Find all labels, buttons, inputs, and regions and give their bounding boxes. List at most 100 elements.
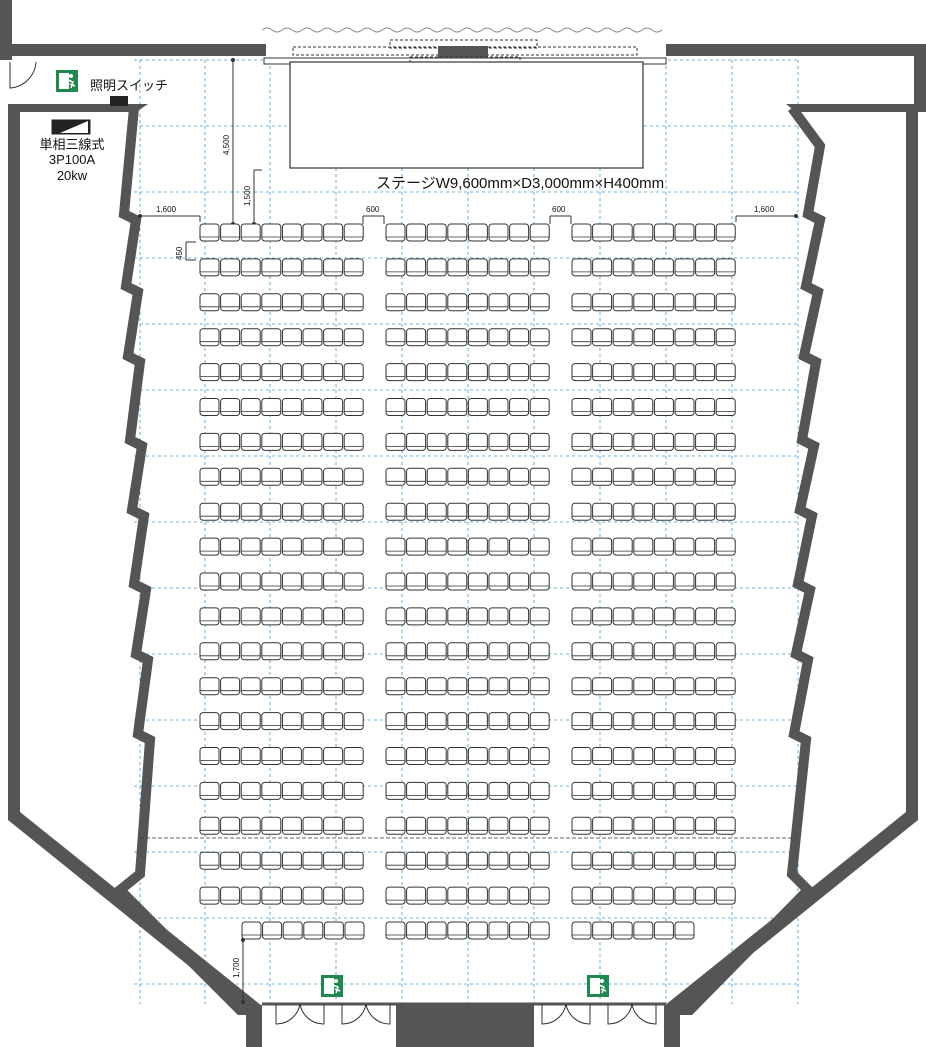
seat[interactable]: [592, 642, 613, 661]
seat[interactable]: [323, 677, 344, 696]
seat[interactable]: [426, 572, 447, 591]
seat[interactable]: [695, 223, 716, 242]
seat[interactable]: [240, 851, 261, 870]
seat[interactable]: [592, 432, 613, 451]
seat[interactable]: [571, 642, 592, 661]
seat[interactable]: [612, 607, 633, 626]
seat[interactable]: [241, 921, 262, 940]
seat[interactable]: [653, 921, 674, 940]
seat[interactable]: [571, 816, 592, 835]
seat[interactable]: [592, 258, 613, 277]
seat[interactable]: [509, 502, 530, 521]
seat[interactable]: [220, 781, 241, 800]
seat[interactable]: [220, 747, 241, 765]
seat[interactable]: [612, 642, 633, 661]
seat[interactable]: [529, 363, 550, 382]
seat[interactable]: [509, 293, 530, 312]
seat[interactable]: [633, 712, 654, 731]
seat[interactable]: [281, 467, 302, 486]
seat[interactable]: [571, 363, 592, 382]
seat[interactable]: [488, 258, 509, 277]
seat[interactable]: [612, 851, 633, 870]
seat[interactable]: [406, 677, 427, 696]
seat[interactable]: [715, 712, 736, 731]
seat[interactable]: [302, 363, 323, 382]
seat[interactable]: [261, 886, 282, 905]
seat[interactable]: [571, 258, 592, 277]
seat[interactable]: [612, 712, 633, 731]
seat[interactable]: [323, 851, 344, 870]
seat[interactable]: [447, 781, 468, 800]
seat[interactable]: [240, 258, 261, 277]
seat[interactable]: [240, 467, 261, 486]
seat[interactable]: [715, 781, 736, 800]
seat[interactable]: [240, 816, 261, 835]
seat[interactable]: [281, 432, 302, 451]
seat[interactable]: [240, 223, 261, 242]
seat[interactable]: [653, 328, 674, 347]
seat[interactable]: [612, 502, 633, 521]
seat[interactable]: [406, 712, 427, 731]
seat[interactable]: [302, 293, 323, 312]
seat[interactable]: [426, 223, 447, 242]
seat[interactable]: [653, 258, 674, 277]
seat[interactable]: [467, 607, 488, 626]
seat[interactable]: [385, 363, 406, 382]
seat[interactable]: [406, 502, 427, 521]
seat[interactable]: [695, 328, 716, 347]
seat[interactable]: [715, 223, 736, 242]
seat[interactable]: [571, 223, 592, 242]
seat[interactable]: [343, 537, 364, 556]
seat[interactable]: [488, 572, 509, 591]
seat[interactable]: [674, 816, 695, 835]
seat[interactable]: [447, 921, 468, 940]
seat[interactable]: [488, 537, 509, 556]
seat[interactable]: [343, 607, 364, 626]
seat[interactable]: [385, 223, 406, 242]
seat[interactable]: [447, 851, 468, 870]
seat[interactable]: [695, 642, 716, 661]
seat[interactable]: [385, 293, 406, 312]
seat[interactable]: [653, 537, 674, 556]
seat[interactable]: [447, 328, 468, 347]
seat[interactable]: [323, 642, 344, 661]
seat[interactable]: [323, 363, 344, 382]
seat[interactable]: [302, 223, 323, 242]
seat[interactable]: [281, 677, 302, 696]
seat[interactable]: [323, 432, 344, 451]
seat[interactable]: [674, 572, 695, 591]
seat[interactable]: [261, 363, 282, 382]
seat[interactable]: [220, 886, 241, 905]
seat[interactable]: [592, 398, 613, 416]
seat[interactable]: [653, 677, 674, 696]
seat[interactable]: [302, 851, 323, 870]
seat[interactable]: [199, 607, 220, 626]
seat[interactable]: [612, 467, 633, 486]
seat[interactable]: [323, 537, 344, 556]
seat[interactable]: [633, 921, 654, 940]
seat[interactable]: [715, 537, 736, 556]
seat[interactable]: [509, 712, 530, 731]
seat[interactable]: [571, 921, 592, 940]
seat[interactable]: [612, 363, 633, 382]
seat[interactable]: [199, 642, 220, 661]
seat[interactable]: [674, 258, 695, 277]
seat[interactable]: [281, 293, 302, 312]
seat[interactable]: [529, 781, 550, 800]
seat[interactable]: [426, 747, 447, 765]
seat[interactable]: [261, 467, 282, 486]
seat[interactable]: [715, 851, 736, 870]
seat[interactable]: [406, 398, 427, 416]
seat[interactable]: [323, 712, 344, 731]
seat[interactable]: [220, 363, 241, 382]
doors-right[interactable]: [541, 1003, 657, 1025]
seat[interactable]: [653, 642, 674, 661]
seat[interactable]: [509, 363, 530, 382]
seat[interactable]: [633, 467, 654, 486]
seat[interactable]: [715, 502, 736, 521]
seat[interactable]: [529, 223, 550, 242]
seat[interactable]: [695, 712, 716, 731]
seat[interactable]: [220, 851, 241, 870]
seat[interactable]: [509, 223, 530, 242]
seat[interactable]: [343, 781, 364, 800]
